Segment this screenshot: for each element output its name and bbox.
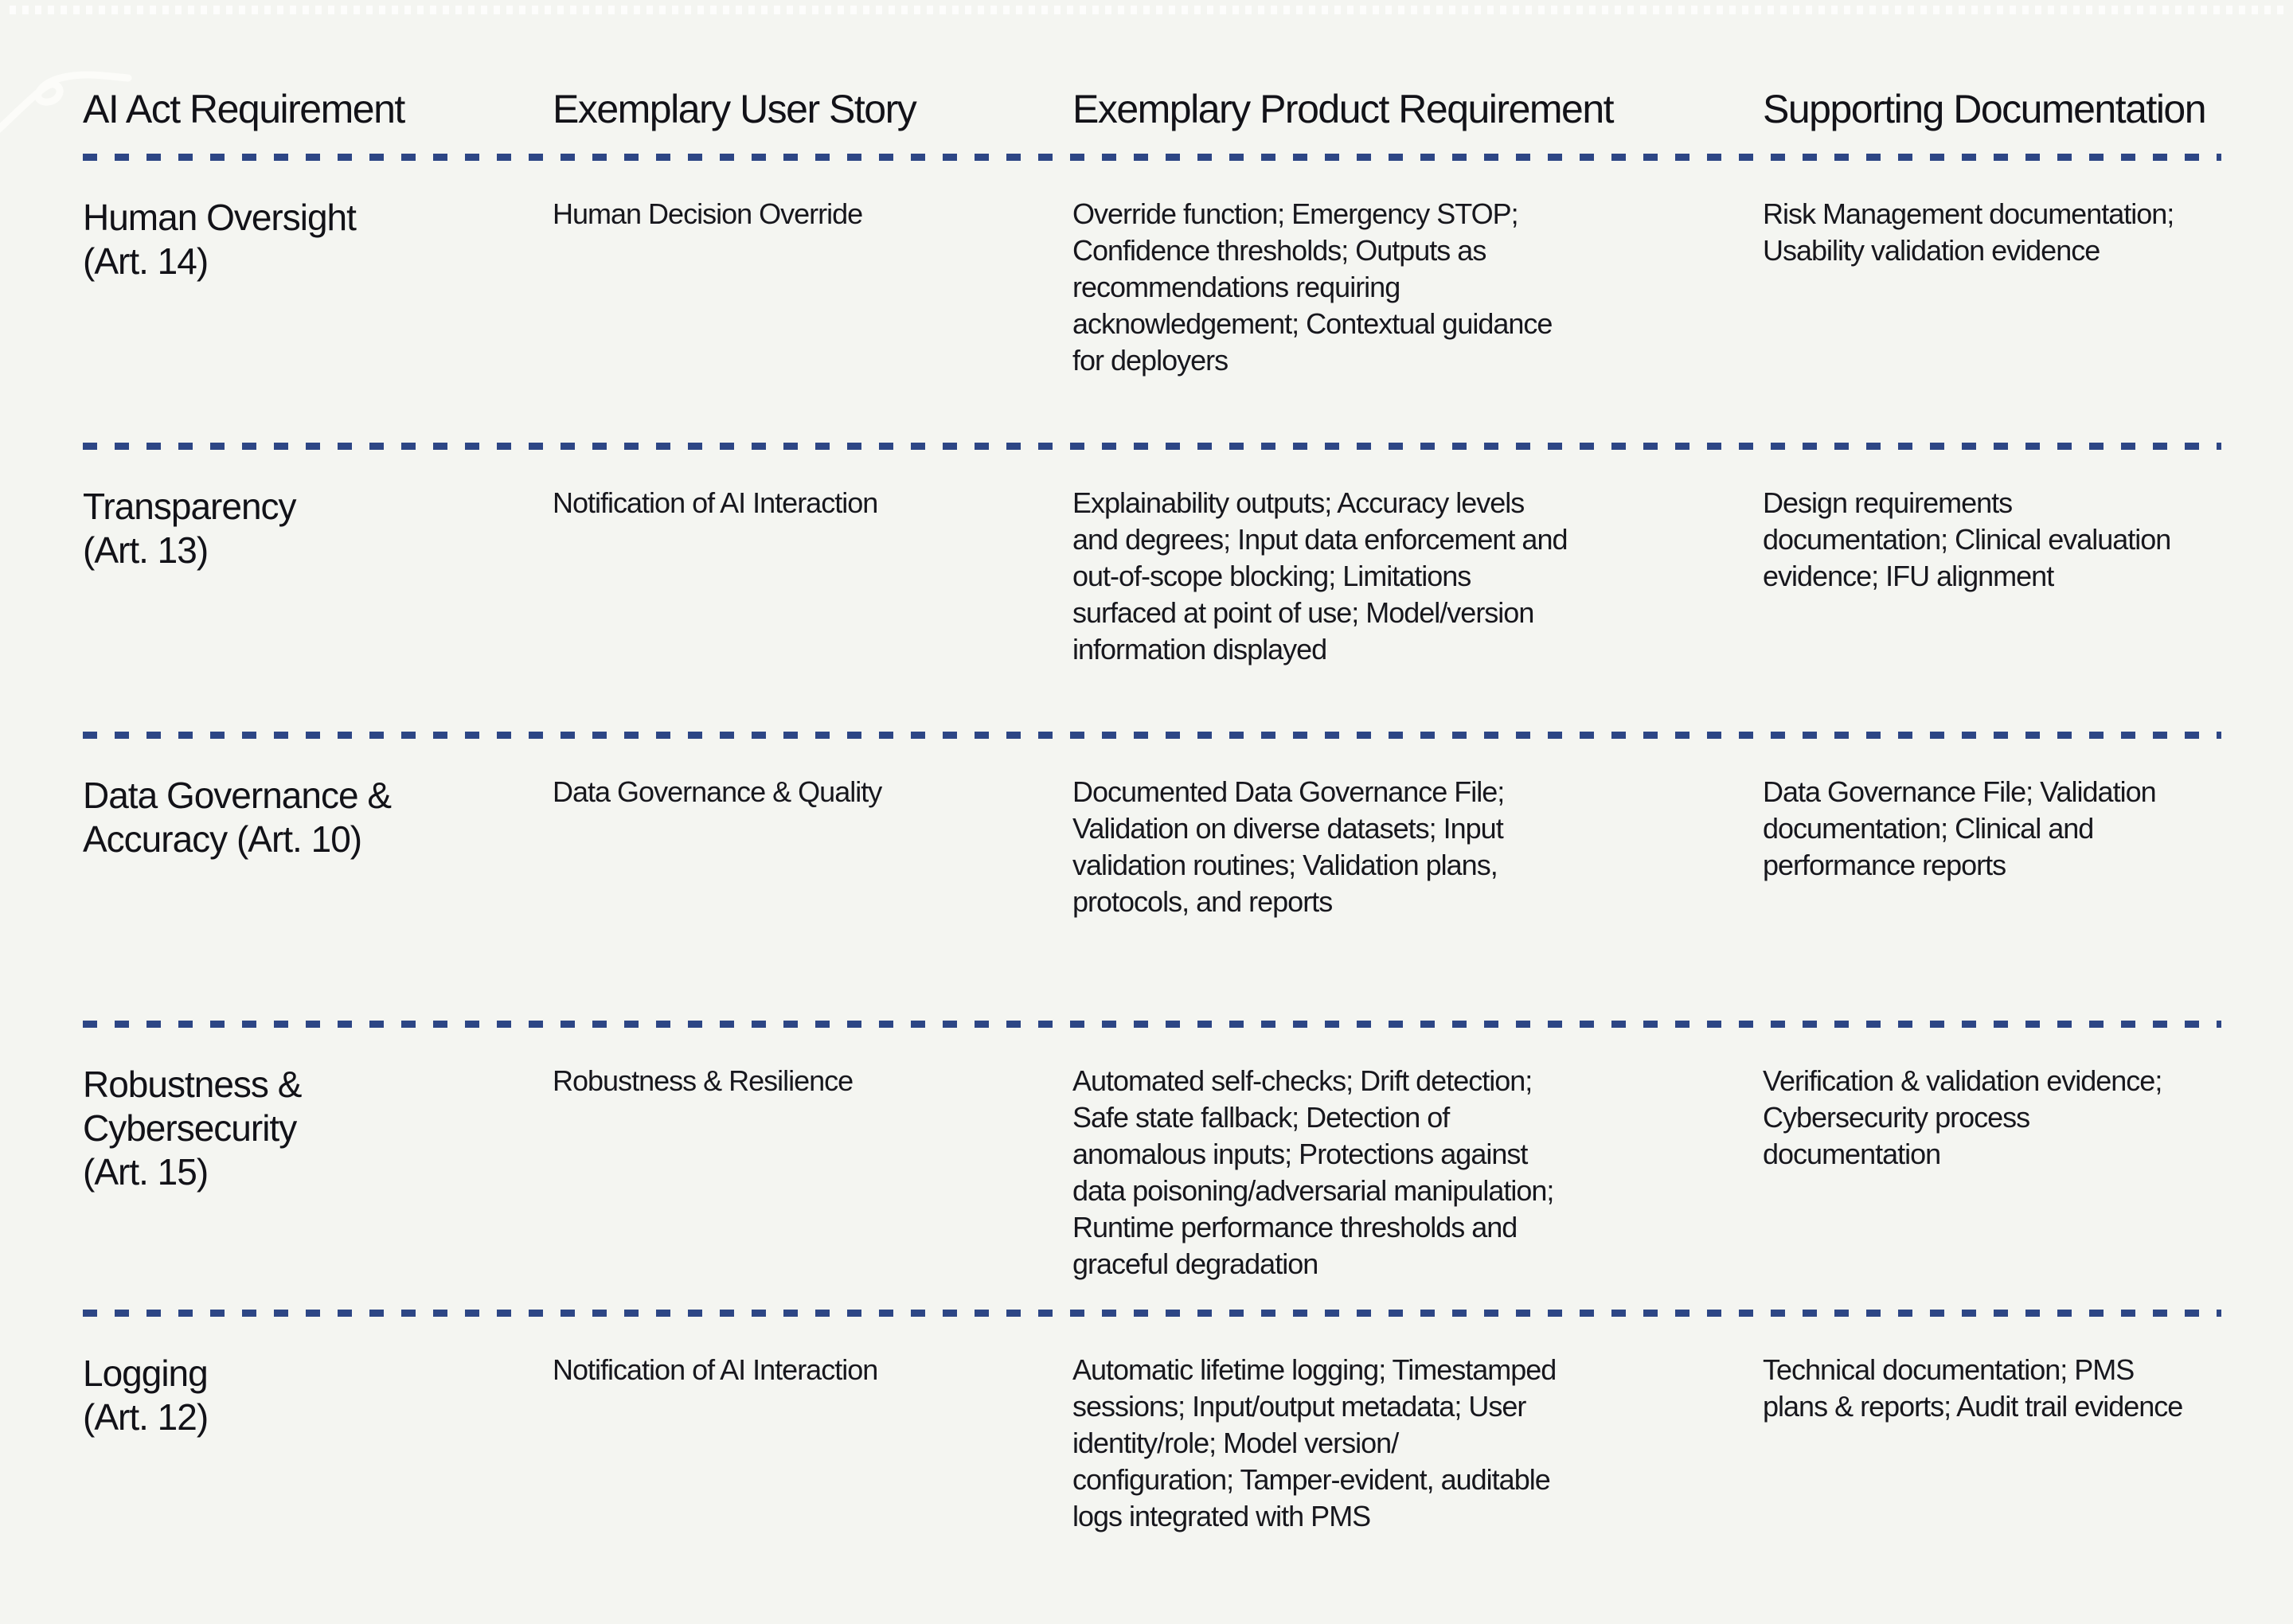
cell-user-story: Data Governance & Quality (553, 775, 882, 808)
cell-documentation: Verification & validation evidence; Cybe… (1763, 1064, 2162, 1170)
table-row-logging: Logging (Art. 12) Notification of AI Int… (83, 1317, 2221, 1599)
cell-product-requirement: Automatic lifetime logging; Timestamped … (1072, 1353, 1557, 1532)
cell-product-requirement: Documented Data Governance File; Validat… (1072, 775, 1505, 918)
cell-user-story: Notification of AI Interaction (553, 1353, 878, 1386)
cell-user-story: Notification of AI Interaction (553, 486, 878, 519)
cell-requirement: Robustness & Cybersecurity (Art. 15) (83, 1064, 302, 1193)
requirements-table: AI Act Requirement Exemplary User Story … (83, 0, 2221, 1599)
column-header-exemplary-user-story: Exemplary User Story (553, 87, 917, 131)
dashed-divider (83, 443, 2221, 450)
cell-documentation: Design requirements documentation; Clini… (1763, 486, 2171, 592)
column-header-exemplary-product-requirement: Exemplary Product Requirement (1072, 87, 1615, 131)
column-header-supporting-documentation: Supporting Documentation (1763, 87, 2207, 131)
dashed-divider (83, 1310, 2221, 1317)
column-header-ai-act-requirement: AI Act Requirement (83, 87, 405, 131)
cell-requirement: Logging (Art. 12) (83, 1353, 209, 1438)
cell-product-requirement: Automated self-checks; Drift detection; … (1072, 1064, 1554, 1280)
cell-user-story: Human Decision Override (553, 197, 863, 230)
table-row-robustness-cybersecurity: Robustness & Cybersecurity (Art. 15) Rob… (83, 1028, 2221, 1310)
squiggle-decoration (0, 71, 132, 134)
dashed-divider (83, 732, 2221, 739)
dashed-divider (83, 154, 2221, 161)
dashed-divider (83, 1021, 2221, 1028)
cell-product-requirement: Explainability outputs; Accuracy levels … (1072, 486, 1568, 666)
cell-product-requirement: Override function; Emergency STOP; Confi… (1072, 197, 1553, 377)
table-header-row: AI Act Requirement Exemplary User Story … (83, 89, 2221, 154)
cell-documentation: Data Governance File; Validation documen… (1763, 775, 2157, 881)
cell-requirement: Data Governance & Accuracy (Art. 10) (83, 775, 392, 860)
sparkle-border-decoration (10, 6, 2283, 14)
cell-requirement: Transparency (Art. 13) (83, 486, 297, 571)
table-row-data-governance: Data Governance & Accuracy (Art. 10) Dat… (83, 739, 2221, 1021)
table-row-human-oversight: Human Oversight (Art. 14) Human Decision… (83, 161, 2221, 443)
cell-documentation: Risk Management documentation; Usability… (1763, 197, 2174, 267)
cell-user-story: Robustness & Resilience (553, 1064, 854, 1097)
table-row-transparency: Transparency (Art. 13) Notification of A… (83, 450, 2221, 732)
cell-documentation: Technical documentation; PMS plans & rep… (1763, 1353, 2183, 1423)
cell-requirement: Human Oversight (Art. 14) (83, 197, 357, 282)
